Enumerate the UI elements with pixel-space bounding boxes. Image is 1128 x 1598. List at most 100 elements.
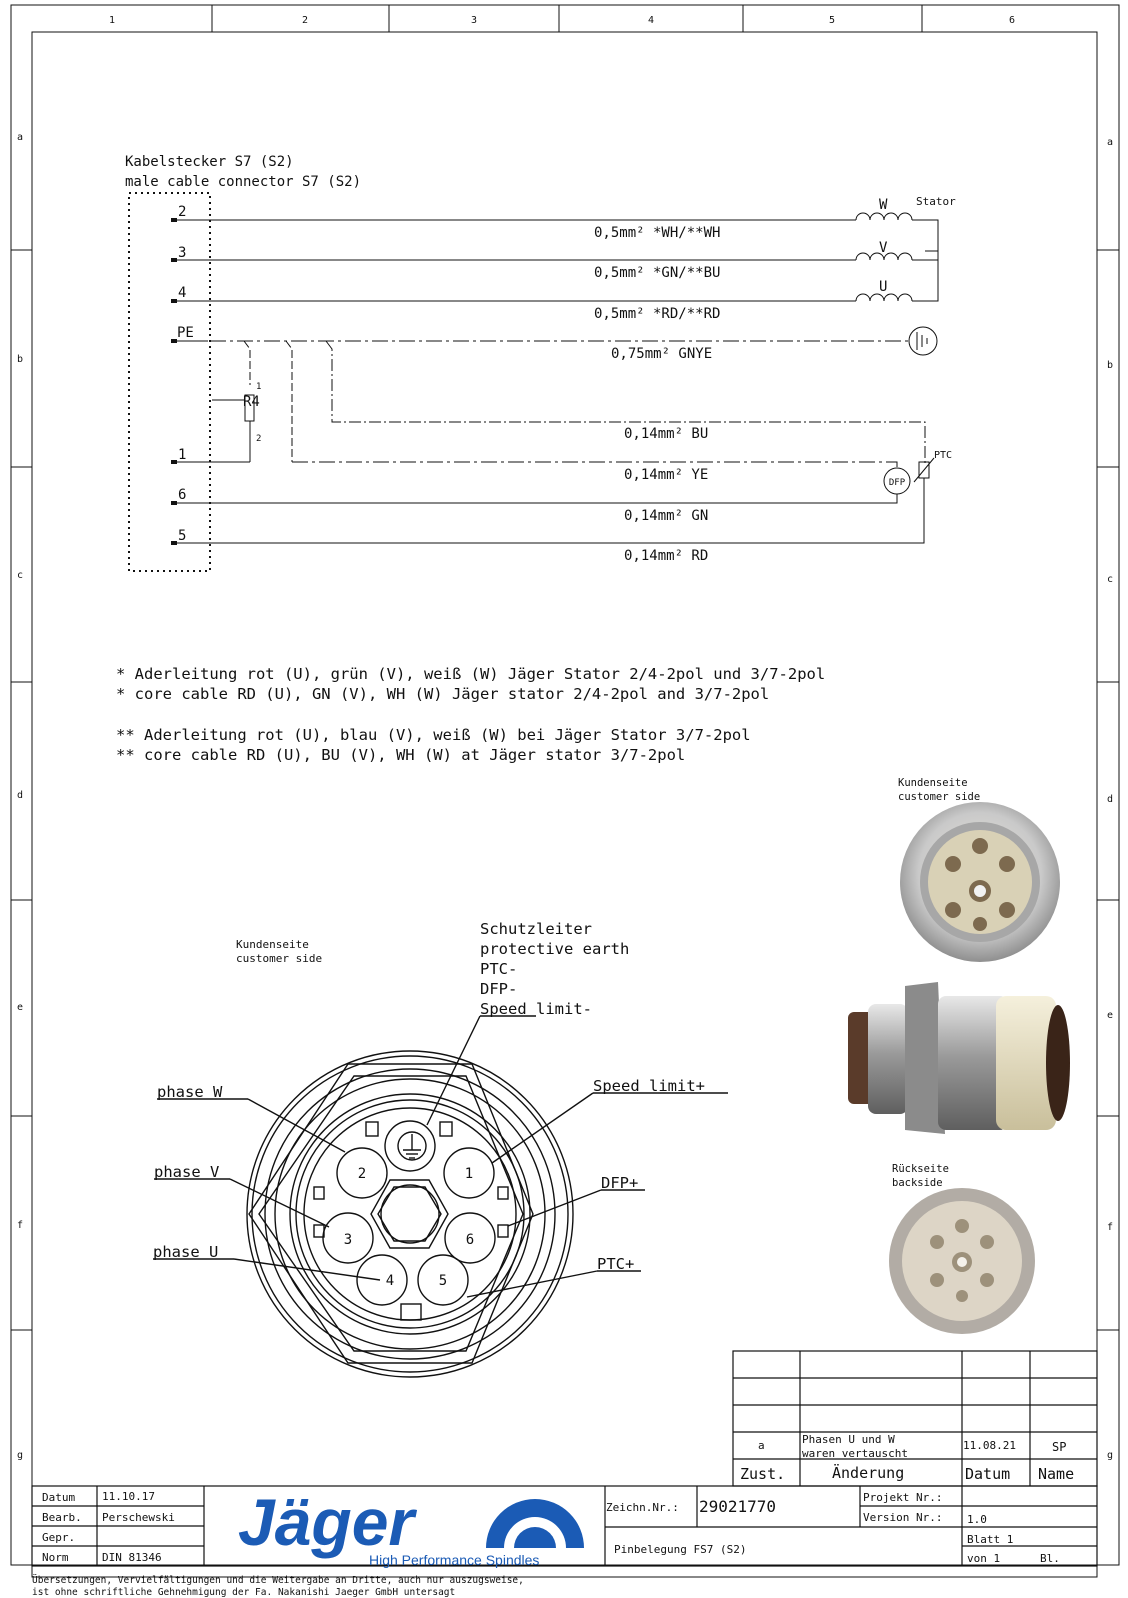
- row-label: c: [1107, 574, 1113, 585]
- row-label: e: [17, 1002, 23, 1013]
- revision-name: SP: [1052, 1440, 1066, 1454]
- earth-label: Speed limit-: [480, 1000, 592, 1018]
- coil-w: [855, 212, 913, 221]
- column-label: 4: [648, 15, 654, 26]
- connector-face: [153, 1015, 728, 1378]
- photo-side-view: [848, 982, 1070, 1134]
- coil-v: [855, 252, 913, 261]
- drawing-number-label: Zeichn.Nr.:: [606, 1501, 679, 1514]
- row-label: g: [17, 1450, 23, 1461]
- earth-label: PTC-: [480, 960, 517, 978]
- title-value: Perschewski: [102, 1511, 175, 1524]
- face-pin-label: 4: [386, 1273, 394, 1289]
- title-label: Datum: [42, 1491, 75, 1504]
- wire-label: 0,14mm² BU: [624, 426, 708, 442]
- row-label: c: [17, 570, 23, 581]
- drawing-description: Pinbelegung FS7 (S2): [614, 1543, 746, 1556]
- column-label: 1: [109, 15, 115, 26]
- photo-bottom-en: backside: [892, 1177, 943, 1189]
- photo-top-en: customer side: [898, 791, 980, 803]
- phase-v-label: phase V: [154, 1163, 219, 1181]
- title-value: 11.10.17: [102, 1490, 155, 1503]
- title-label: Bearb.: [42, 1511, 82, 1524]
- face-pin-label: 5: [439, 1273, 447, 1289]
- face-side-de: Kundenseite: [236, 938, 309, 951]
- row-label: a: [1107, 137, 1113, 148]
- dfp-plus-label: DFP+: [601, 1174, 638, 1192]
- resistor-label: R4: [243, 394, 260, 410]
- wire-label: 0,5mm² *RD/**RD: [594, 306, 720, 322]
- pin-label: 5: [178, 528, 186, 544]
- face-side-en: customer side: [236, 952, 322, 965]
- footer-text: Übersetzungen, Vervielfältigungen und di…: [32, 1575, 524, 1586]
- version-label: Version Nr.:: [863, 1511, 942, 1524]
- pin-label: 3: [178, 245, 186, 261]
- version-value: 1.0: [967, 1513, 987, 1526]
- row-label: d: [1107, 794, 1113, 805]
- phase-u-label: phase U: [153, 1243, 218, 1261]
- inner-border: [31, 31, 1098, 1578]
- revision-change: waren vertauscht: [802, 1447, 908, 1460]
- sheet-total: von 1: [967, 1552, 1000, 1565]
- earth-label: protective earth: [480, 940, 629, 958]
- pin-label: PE: [177, 325, 194, 341]
- wire-label: 0,14mm² RD: [624, 548, 708, 564]
- revision-header: Zust.: [740, 1465, 785, 1483]
- coil-label-w: W: [879, 197, 888, 213]
- ptc-plus-label: PTC+: [597, 1255, 634, 1273]
- coil-label-u: U: [879, 279, 887, 295]
- project-label: Projekt Nr.:: [863, 1491, 942, 1504]
- wire-label: 0,14mm² YE: [624, 467, 708, 483]
- row-label: b: [17, 354, 23, 365]
- connector-title-en: male cable connector S7 (S2): [125, 174, 361, 190]
- footer-text: ist ohne schriftliche Gehnehmigung der F…: [32, 1587, 455, 1598]
- photo-top-de: Kundenseite: [898, 777, 968, 789]
- face-pin-label: 2: [358, 1166, 366, 1182]
- row-label: f: [17, 1220, 23, 1231]
- note-line: ** core cable RD (U), BU (V), WH (W) at …: [116, 746, 685, 764]
- phase-w-label: phase W: [157, 1083, 223, 1101]
- face-pin-label: 1: [465, 1166, 473, 1182]
- logo-subtitle: High Performance Spindles: [369, 1552, 539, 1568]
- outer-border: [10, 4, 1120, 1566]
- row-label: a: [17, 132, 23, 143]
- resistor-pin-label: 2: [256, 434, 261, 444]
- ptc-label: PTC: [934, 450, 952, 461]
- column-label: 3: [471, 15, 477, 26]
- row-label: f: [1107, 1222, 1113, 1233]
- earth-symbol: [908, 326, 938, 356]
- coil-label-v: V: [879, 240, 888, 256]
- title-label: Norm: [42, 1551, 69, 1564]
- connector-title-de: Kabelstecker S7 (S2): [125, 154, 294, 170]
- row-label: g: [1107, 1450, 1113, 1461]
- revision-date: 11.08.21: [963, 1439, 1016, 1452]
- wire-label: 0,14mm² GN: [624, 508, 708, 524]
- title-value: DIN 81346: [102, 1551, 162, 1564]
- note-line: ** Aderleitung rot (U), blau (V), weiß (…: [116, 726, 751, 744]
- title-block: [31, 1485, 1098, 1567]
- stator-label: Stator: [916, 195, 956, 208]
- sheet-bl: Bl.: [1040, 1552, 1060, 1565]
- logo-wordmark: Jäger: [238, 1485, 417, 1559]
- resistor-pin-label: 1: [256, 382, 261, 392]
- column-label: 5: [829, 15, 835, 26]
- wire-label: 0,5mm² *WH/**WH: [594, 225, 720, 241]
- wire-label: 0,75mm² GNYE: [611, 346, 712, 362]
- note-line: * core cable RD (U), GN (V), WH (W) Jäge…: [116, 685, 769, 703]
- revision-change: Phasen U und W: [802, 1433, 895, 1446]
- face-pin-label: 3: [344, 1232, 352, 1248]
- pin-label: 6: [178, 487, 186, 503]
- earth-label: Schutzleiter: [480, 920, 592, 938]
- sheet-number: Blatt 1: [967, 1533, 1013, 1546]
- pin-label: 4: [178, 285, 186, 301]
- row-label: b: [1107, 360, 1113, 371]
- connector-outline: [128, 192, 211, 572]
- speed-plus-label: Speed limit+: [593, 1077, 705, 1095]
- drawing-number: 29021770: [699, 1497, 776, 1516]
- column-label: 6: [1009, 15, 1015, 26]
- revision-header: Datum: [965, 1465, 1010, 1483]
- earth-label: DFP-: [480, 980, 517, 998]
- title-label: Gepr.: [42, 1531, 75, 1544]
- pin-label: 2: [178, 204, 186, 220]
